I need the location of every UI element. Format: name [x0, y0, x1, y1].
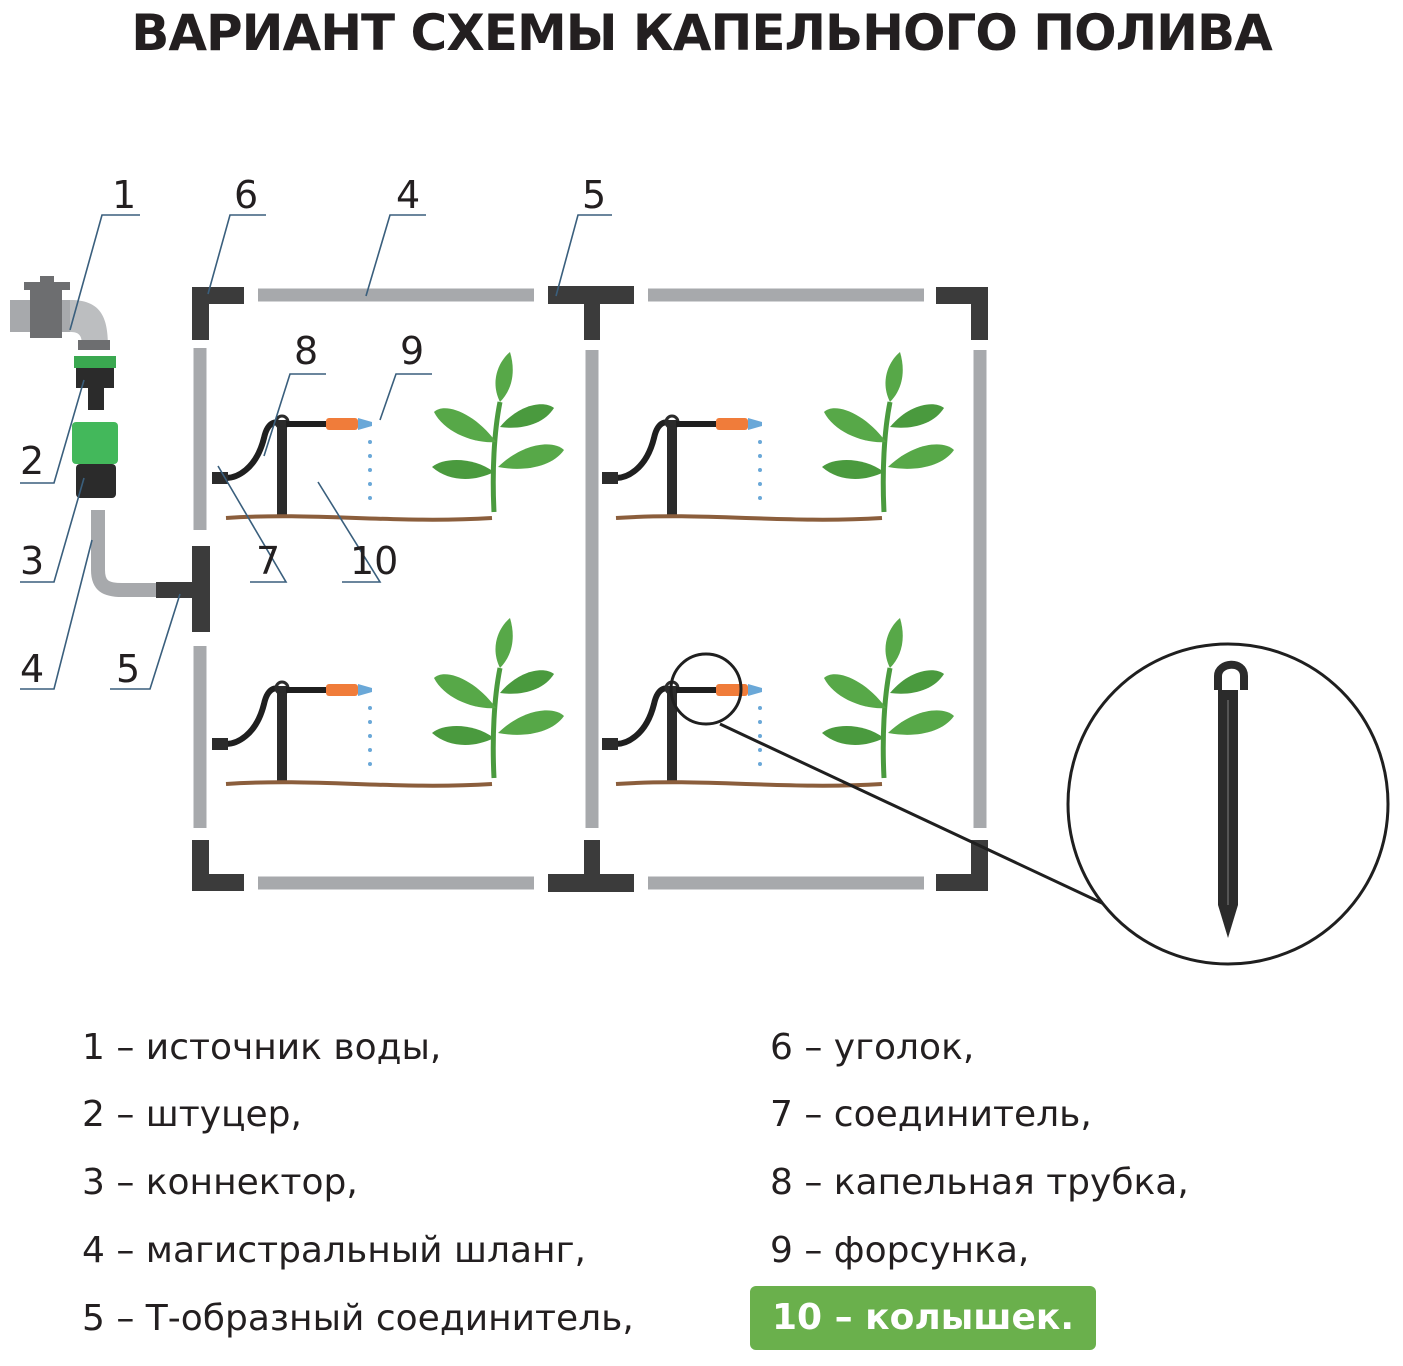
- callout-1: 1: [112, 173, 136, 217]
- legend-item-8: 8 – капельная трубка,: [770, 1162, 1189, 1203]
- main-hose-frame: [193, 288, 987, 890]
- callout-3: 3: [20, 539, 44, 583]
- callout-4-left: 4: [20, 647, 44, 691]
- plant-icon: [822, 352, 954, 512]
- stake-icon: [1214, 660, 1248, 938]
- plant-icon: [822, 618, 954, 778]
- legend-item-2: 2 – штуцер,: [82, 1094, 302, 1135]
- legend-item-9: 9 – форсунка,: [770, 1230, 1030, 1271]
- callout-9: 9: [400, 329, 424, 373]
- hose-fitting-icon: [74, 356, 116, 410]
- t-fitting: [156, 286, 634, 892]
- hose-connector-icon: [72, 422, 118, 498]
- callout-10: 10: [350, 539, 398, 583]
- main-hose-supply: [91, 510, 160, 597]
- plant-icon: [432, 618, 564, 778]
- callout-8: 8: [294, 329, 318, 373]
- legend-item-5: 5 – Т-образный соединитель,: [82, 1298, 634, 1339]
- callout-2: 2: [20, 439, 44, 483]
- water-tap-icon: [10, 276, 110, 350]
- diagram-title: ВАРИАНТ СХЕМЫ КАПЕЛЬНОГО ПОЛИВА: [131, 4, 1273, 62]
- callout-5-top: 5: [582, 173, 606, 217]
- callout-5-left: 5: [116, 647, 140, 691]
- legend-item-6: 6 – уголок,: [770, 1027, 975, 1068]
- legend-item-4: 4 – магистральный шланг,: [82, 1230, 586, 1271]
- callout-4-top: 4: [396, 173, 420, 217]
- legend-item-10-highlight: 10 – колышек.: [750, 1286, 1097, 1350]
- elbow-fitting: [192, 287, 988, 891]
- plant-icon: [432, 352, 564, 512]
- callout-6: 6: [234, 173, 258, 217]
- legend-item-3: 3 – коннектор,: [82, 1162, 358, 1203]
- legend-item-7: 7 – соединитель,: [770, 1094, 1092, 1135]
- callout-7: 7: [256, 539, 280, 583]
- callout-leaders: [20, 214, 612, 690]
- legend-item-1: 1 – источник воды,: [82, 1027, 442, 1068]
- stake-magnifier: [669, 642, 1390, 966]
